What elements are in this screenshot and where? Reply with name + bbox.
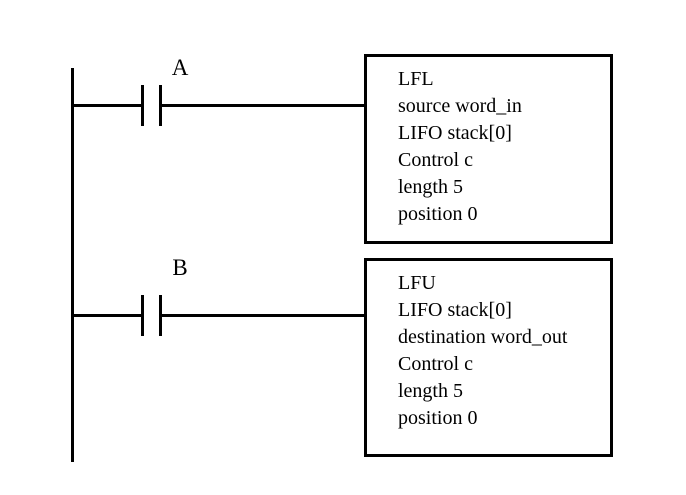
instruction-line: source word_in bbox=[398, 95, 522, 117]
rung-1-contact-bar-left bbox=[141, 85, 144, 126]
rung-2-contact-label: B bbox=[172, 255, 188, 280]
instruction-line: Control c bbox=[398, 149, 473, 171]
instruction-line: destination word_out bbox=[398, 326, 568, 348]
rung-2-wire-left bbox=[71, 314, 144, 317]
instruction-lines-lfu: LFU LIFO stack[0] destination word_out C… bbox=[398, 270, 567, 432]
instruction-line: LIFO stack[0] bbox=[398, 299, 512, 321]
rung-2-wire-right bbox=[159, 314, 366, 317]
rung-1-wire-left bbox=[71, 104, 144, 107]
instruction-block-lfl[interactable]: LFL source word_in LIFO stack[0] Control… bbox=[364, 54, 613, 244]
instruction-line: LFL bbox=[398, 68, 434, 90]
instruction-line: length 5 bbox=[398, 176, 463, 198]
instruction-lines-lfl: LFL source word_in LIFO stack[0] Control… bbox=[398, 66, 522, 228]
rung-1-contact-label: A bbox=[171, 55, 189, 80]
instruction-line: position 0 bbox=[398, 407, 478, 429]
instruction-line: position 0 bbox=[398, 203, 478, 225]
instruction-line: length 5 bbox=[398, 380, 463, 402]
instruction-line: LIFO stack[0] bbox=[398, 122, 512, 144]
instruction-line: LFU bbox=[398, 272, 436, 294]
rung-2-contact-bar-left bbox=[141, 295, 144, 336]
instruction-line: Control c bbox=[398, 353, 473, 375]
instruction-block-lfu[interactable]: LFU LIFO stack[0] destination word_out C… bbox=[364, 258, 613, 457]
left-power-rail bbox=[71, 68, 74, 462]
rung-1-wire-right bbox=[159, 104, 366, 107]
